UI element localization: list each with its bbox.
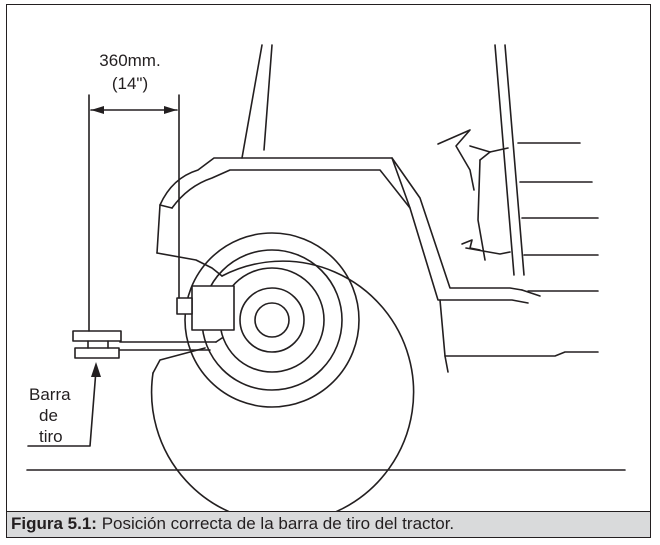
- cab-pillars: [241, 44, 525, 276]
- figure-caption: Figura 5.1: Posición correcta de la barr…: [6, 511, 651, 538]
- dimension-imperial-label: (14"): [112, 74, 148, 93]
- hitch-bracket: [176, 285, 235, 331]
- dimension-metric-label: 360mm.: [99, 51, 160, 70]
- caption-text: Posición correcta de la barra de tiro de…: [96, 514, 455, 533]
- dimension-360mm: 360mm. (14"): [88, 51, 180, 332]
- callout-label-line1: Barra: [29, 385, 71, 404]
- control-levers: [437, 129, 511, 261]
- drawbar-callout: Barra de tiro: [27, 362, 101, 447]
- caption-label: Figura 5.1:: [11, 514, 97, 533]
- tractor-body: [391, 142, 599, 373]
- callout-label-line2: de: [39, 406, 58, 425]
- callout-label-line3: tiro: [39, 427, 63, 446]
- rear-wheel: [150, 232, 415, 524]
- drawbar: [72, 330, 223, 359]
